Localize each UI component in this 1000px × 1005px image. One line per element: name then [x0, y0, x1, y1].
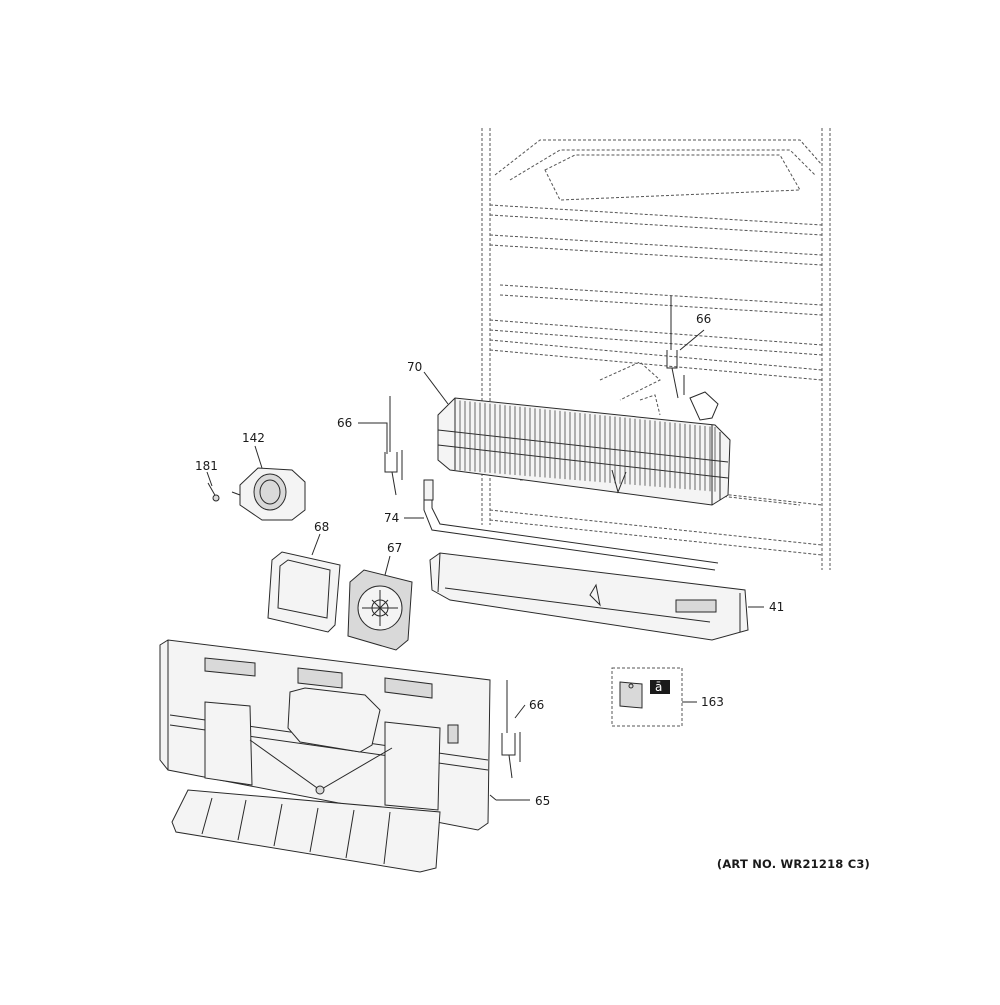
callout-66-bottom: 66 — [529, 698, 544, 712]
callout-67: 67 — [387, 541, 402, 555]
part-66-top-clip — [666, 296, 685, 399]
drain-pan — [429, 552, 749, 641]
drain-tube — [423, 479, 719, 571]
callout-66-top: 66 — [696, 312, 711, 326]
callout-66-left: 66 — [337, 416, 352, 430]
callout-142: 142 — [242, 431, 265, 445]
part-66-left-clip — [384, 396, 403, 496]
callout-65: 65 — [535, 794, 550, 808]
rear-panel — [159, 639, 497, 873]
callout-163: 163 — [701, 695, 724, 709]
callout-181: 181 — [195, 459, 218, 473]
screw — [207, 482, 220, 502]
callout-70: 70 — [407, 360, 422, 374]
part-66-bottom-clip — [501, 680, 521, 779]
leader-lines — [206, 329, 764, 801]
gasket — [267, 551, 341, 633]
art-number: (ART NO. WR21218 C3) — [716, 857, 870, 871]
callout-41: 41 — [769, 600, 784, 614]
svg-text:ā: ā — [655, 680, 662, 694]
fan-housing — [231, 467, 306, 521]
part-163-kit: ā — [611, 667, 683, 727]
fan-motor — [347, 569, 413, 651]
cabinet-outline — [481, 128, 831, 570]
callout-74: 74 — [384, 511, 399, 525]
callout-68: 68 — [314, 520, 329, 534]
evaporator-coil — [437, 391, 731, 506]
